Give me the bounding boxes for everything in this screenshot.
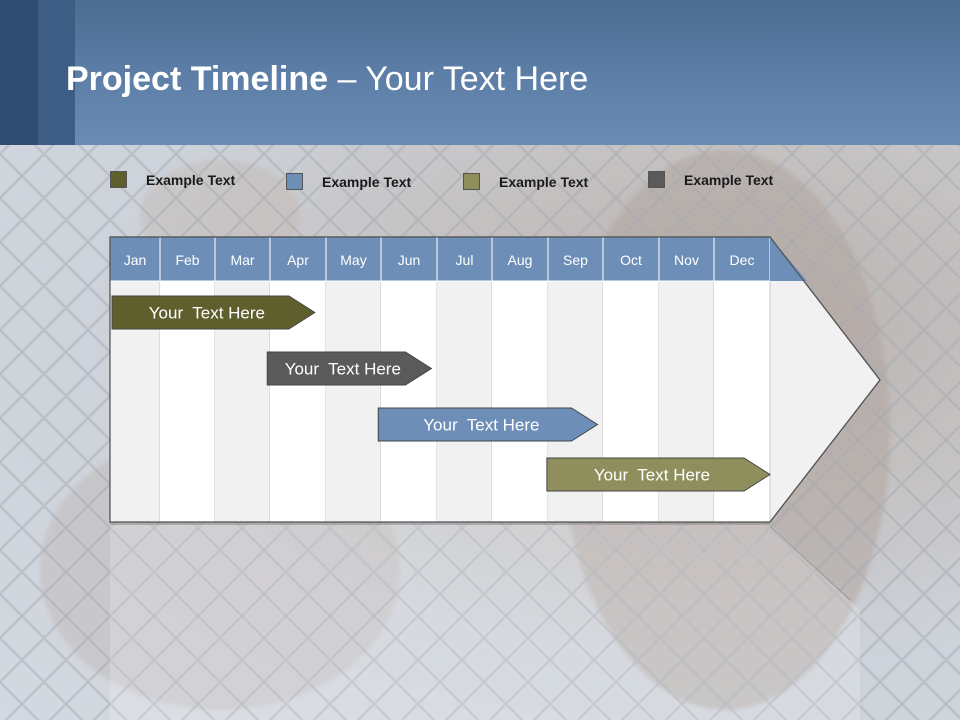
task-label: Your Text Here: [285, 360, 401, 379]
month-label: Jan: [124, 252, 147, 268]
legend-swatch: [463, 173, 480, 190]
month-label: Apr: [287, 252, 309, 268]
legend-label: Example Text: [499, 174, 589, 190]
legend-swatch: [648, 171, 665, 188]
month-label: Jul: [456, 252, 474, 268]
month-header-cell: [491, 236, 549, 282]
legend-swatch: [110, 171, 127, 188]
month-label: Mar: [230, 252, 254, 268]
title-bar: Project Timeline – Your Text Here: [0, 0, 960, 145]
title-bar-stripe: [0, 0, 38, 145]
task-arrow: [111, 295, 316, 330]
task-label: Your Text Here: [594, 466, 710, 485]
month-header-tip: [770, 237, 807, 281]
month-label: Sep: [563, 252, 588, 268]
task-arrow: [546, 457, 771, 492]
month-column: [326, 281, 381, 522]
task-arrow: [266, 351, 433, 386]
month-label: Dec: [730, 252, 755, 268]
month-label: May: [340, 252, 366, 268]
legend-label: Example Text: [684, 172, 774, 188]
legend-swatch: [286, 173, 303, 190]
month-column: [437, 281, 492, 522]
month-label: Nov: [674, 252, 699, 268]
month-header-cell: [547, 236, 604, 282]
task-arrow: [377, 407, 599, 442]
page-title-rest: – Your Text Here: [328, 60, 589, 98]
month-label: Aug: [508, 252, 533, 268]
month-header-cell: [713, 236, 771, 282]
title-bar-stripe: [38, 0, 75, 145]
month-header-cell: [325, 236, 382, 282]
timeline-reflection-edge: [769, 525, 851, 601]
page-title-bold: Project Timeline: [66, 60, 329, 98]
timeline-arrow-outline: [109, 236, 881, 523]
task-label: Your Text Here: [149, 304, 265, 323]
page-title: Project Timeline – Your Text Here: [66, 60, 588, 99]
month-column: [381, 281, 437, 522]
month-header-cell: [436, 236, 493, 282]
month-column: [492, 281, 548, 522]
month-header-cell: [269, 236, 327, 282]
timeline-reflection: [110, 524, 860, 720]
month-label: Oct: [620, 252, 642, 268]
month-label: Jun: [398, 252, 421, 268]
legend-label: Example Text: [146, 172, 236, 188]
task-label: Your Text Here: [423, 416, 539, 435]
month-label: Feb: [175, 252, 199, 268]
legend-label: Example Text: [322, 174, 412, 190]
